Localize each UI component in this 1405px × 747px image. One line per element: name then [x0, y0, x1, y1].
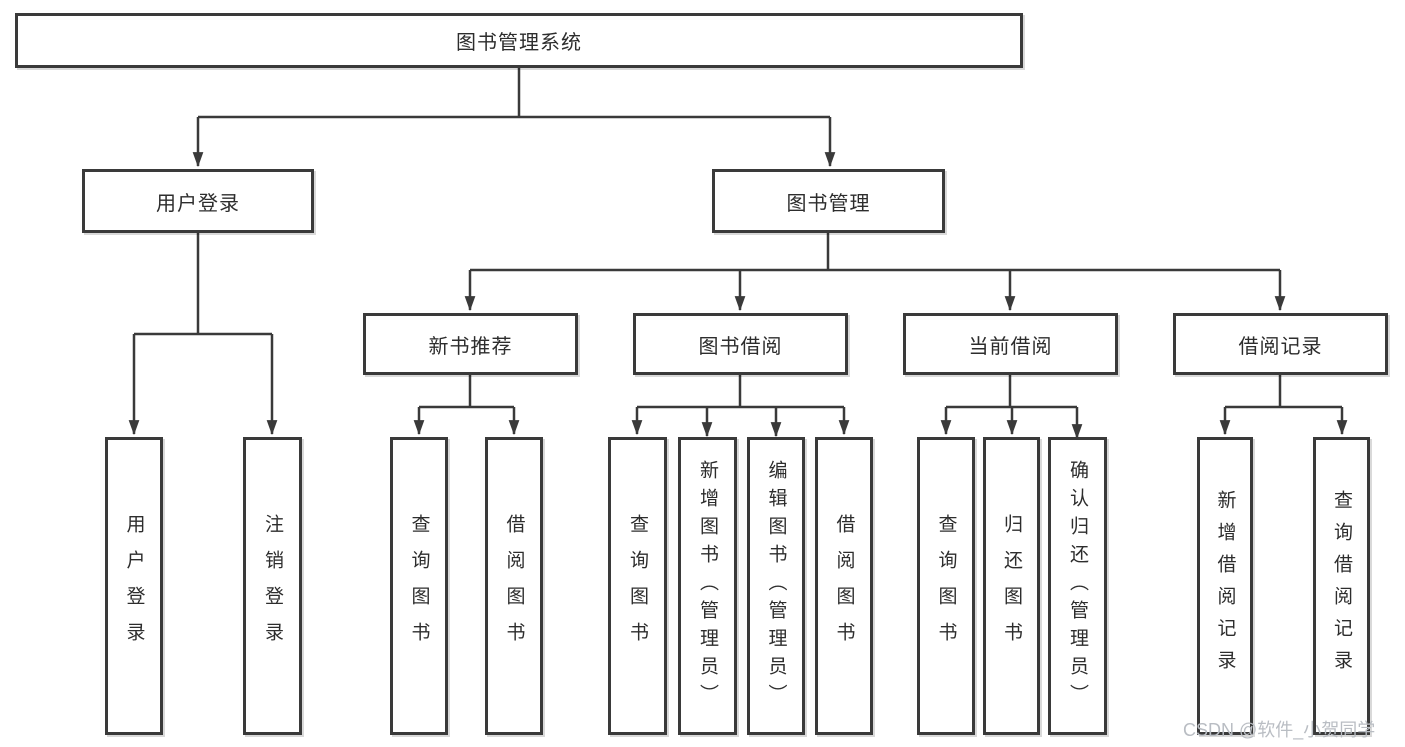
node-user-login-label: 用户登录 [156, 192, 240, 215]
leaf-add-books-admin: 新增图书（管理员） [678, 437, 737, 735]
leaf-logout-login: 注销登录 [243, 437, 302, 735]
leaf-borrow-books-recommend: 借阅图书 [485, 437, 543, 735]
leaf-borrow-books-recommend-label: 借阅图书 [503, 514, 525, 658]
leaf-add-borrow-record-label: 新增借阅记录 [1214, 490, 1236, 682]
leaf-confirm-return-admin: 确认归还（管理员） [1048, 437, 1107, 735]
leaf-edit-books-admin: 编辑图书（管理员） [747, 437, 805, 735]
node-current-borrowing-label: 当前借阅 [968, 335, 1053, 358]
node-book-management-label: 图书管理 [786, 192, 871, 215]
node-borrowing-records: 借阅记录 [1173, 313, 1388, 375]
leaf-confirm-return-admin-label: 确认归还（管理员） [1067, 460, 1088, 712]
leaf-query-borrow-record: 查询借阅记录 [1313, 437, 1370, 735]
leaf-add-books-admin-label: 新增图书（管理员） [697, 460, 718, 712]
node-book-borrowing: 图书借阅 [633, 313, 848, 375]
node-current-borrowing: 当前借阅 [903, 313, 1118, 375]
node-book-management: 图书管理 [712, 169, 945, 233]
leaf-borrow-books-borrow-label: 借阅图书 [833, 514, 855, 658]
leaf-user-login: 用户登录 [105, 437, 163, 735]
leaf-user-login-label: 用户登录 [123, 514, 145, 658]
leaf-query-books-recommend: 查询图书 [390, 437, 448, 735]
leaf-logout-login-label: 注销登录 [262, 514, 283, 658]
leaf-edit-books-admin-label: 编辑图书（管理员） [765, 460, 787, 712]
node-root-label: 图书管理系统 [456, 32, 582, 54]
node-new-book-recommendation: 新书推荐 [363, 313, 578, 375]
leaf-query-books-borrow: 查询图书 [608, 437, 667, 735]
leaf-borrow-books-borrow: 借阅图书 [815, 437, 873, 735]
leaf-query-books-borrow-label: 查询图书 [627, 514, 648, 658]
csdn-watermark: CSDN @软件_小贺同学 [1183, 720, 1376, 740]
node-user-login: 用户登录 [82, 169, 314, 233]
leaf-add-borrow-record: 新增借阅记录 [1197, 437, 1253, 735]
node-book-borrowing-label: 图书借阅 [698, 335, 783, 358]
node-root: 图书管理系统 [15, 13, 1023, 68]
leaf-return-books: 归还图书 [983, 437, 1040, 735]
leaf-query-books-recommend-label: 查询图书 [408, 514, 430, 658]
node-borrowing-records-label: 借阅记录 [1238, 335, 1323, 358]
leaf-query-books-current-label: 查询图书 [935, 514, 957, 658]
leaf-query-books-current: 查询图书 [917, 437, 975, 735]
leaf-return-books-label: 归还图书 [1001, 514, 1022, 658]
leaf-query-borrow-record-label: 查询借阅记录 [1331, 490, 1352, 682]
node-new-book-recommendation-label: 新书推荐 [428, 335, 513, 358]
